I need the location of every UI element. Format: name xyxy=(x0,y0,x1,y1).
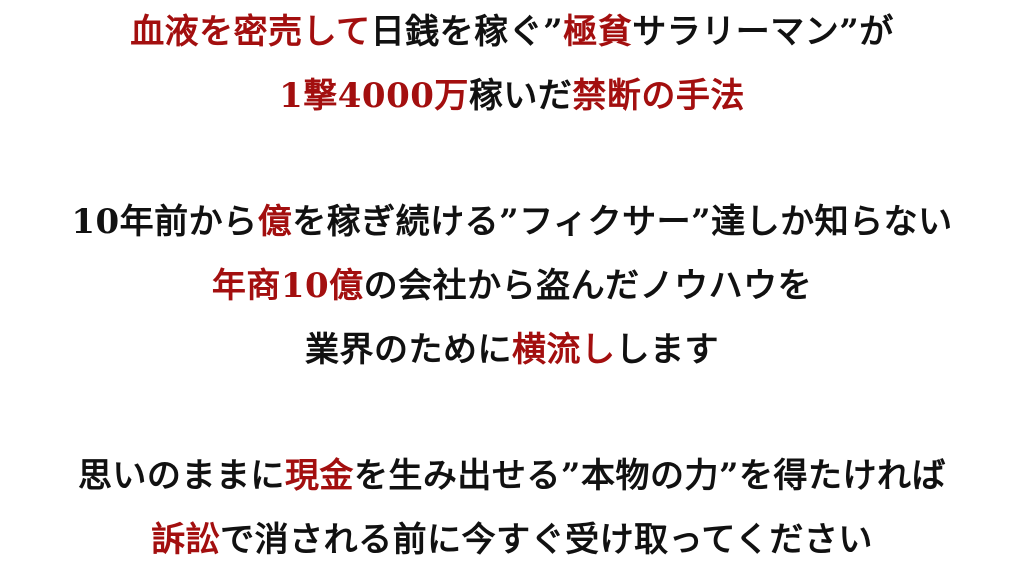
closing-segment: を生み出せる”本物の力”を得たければ xyxy=(353,456,947,496)
body-line-5: 業界のために横流しします xyxy=(0,328,1024,372)
closing-segment: 現金 xyxy=(284,456,354,496)
closing-segment: 訴訟 xyxy=(151,520,221,560)
headline-segment: 極貧 xyxy=(563,12,633,52)
body-segment: 10年前から xyxy=(71,202,258,242)
body-segment: 横流し xyxy=(512,330,616,370)
closing-segment: 思いのままに xyxy=(77,456,285,496)
body-segment: します xyxy=(615,330,719,370)
body-line-3: 10年前から億を稼ぎ続ける”フィクサー”達しか知らない xyxy=(0,200,1024,244)
headline-segment: サラリーマン”が xyxy=(632,12,894,52)
body-segment: 年商10億 xyxy=(211,266,364,306)
closing-segment: で消される前に今すぐ受け取ってください xyxy=(220,520,873,560)
body-line-4: 年商10億の会社から盗んだノウハウを xyxy=(0,264,1024,308)
closing-line-6: 思いのままに現金を生み出せる”本物の力”を得たければ xyxy=(0,454,1024,498)
body-segment: 億 xyxy=(257,202,293,242)
headline-segment: 禁断の手法 xyxy=(572,76,745,116)
headline-segment: 稼いだ xyxy=(468,76,573,116)
headline-segment: 血液を密売して xyxy=(130,12,371,52)
body-segment: を稼ぎ続ける”フィクサー”達しか知らない xyxy=(292,202,953,242)
body-segment: 業界のために xyxy=(305,330,512,370)
closing-line-7: 訴訟で消される前に今すぐ受け取ってください xyxy=(0,518,1024,562)
headline-line-2: 1撃4000万稼いだ禁断の手法 xyxy=(0,74,1024,118)
headline-line-1: 血液を密売して日銭を稼ぐ”極貧サラリーマン”が xyxy=(0,10,1024,54)
body-segment: の会社から盗んだノウハウを xyxy=(363,266,813,306)
headline-segment: 1撃4000万 xyxy=(279,76,469,116)
headline-segment: 日銭を稼ぐ” xyxy=(370,12,564,52)
